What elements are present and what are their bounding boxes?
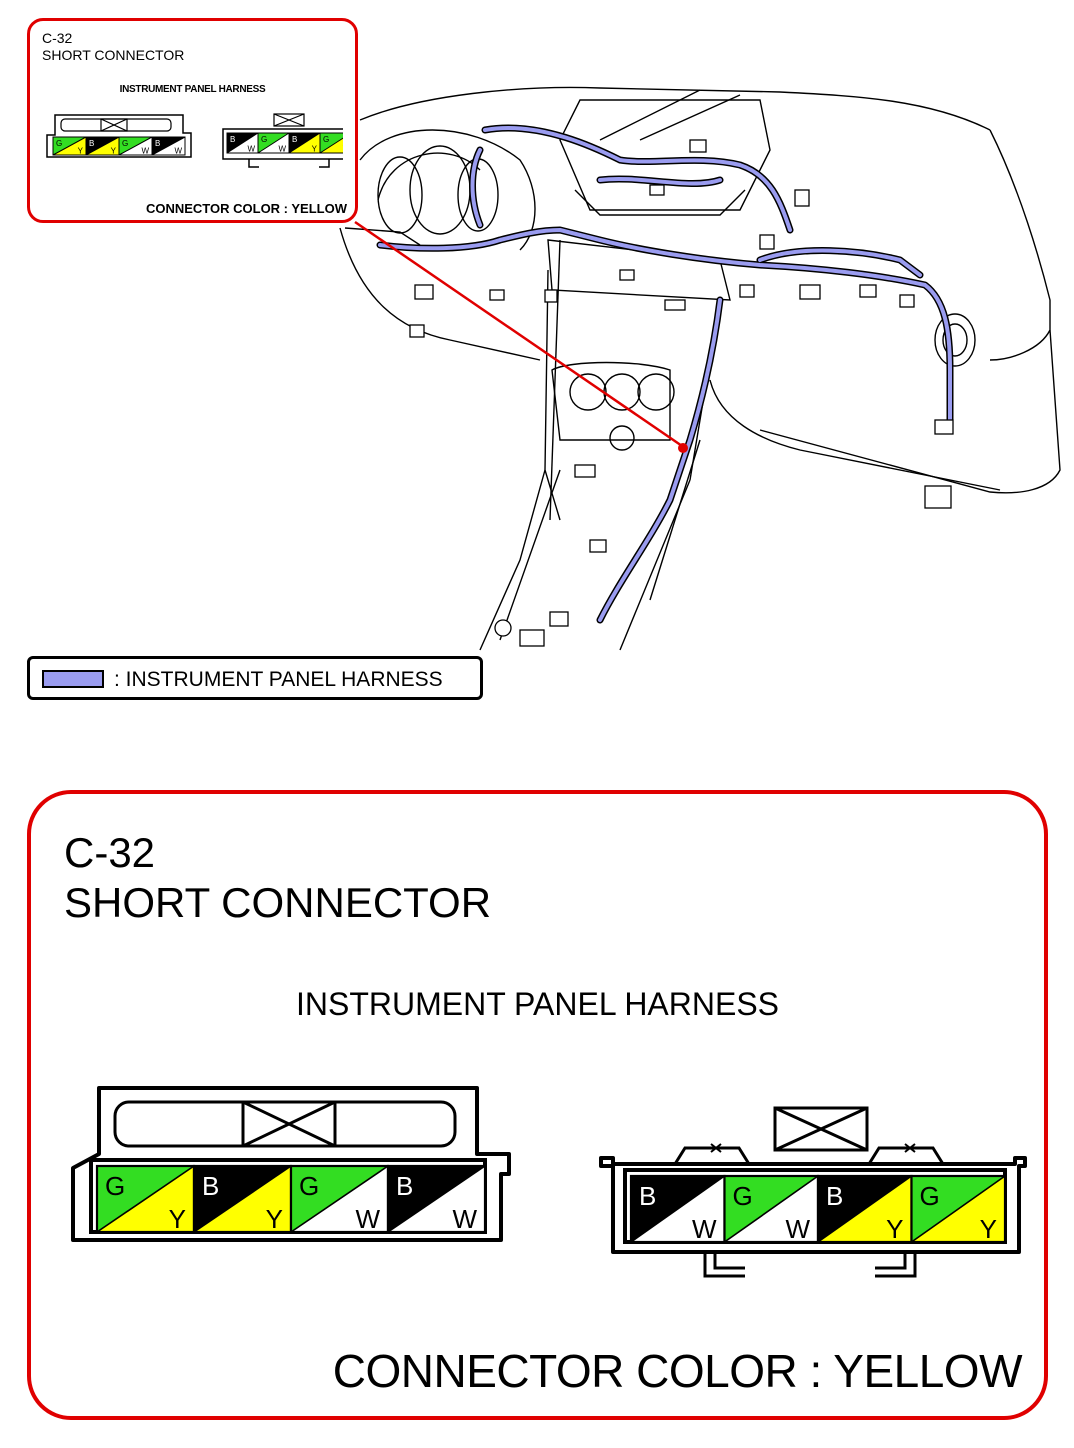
terminal-wire-color-bottom: Y bbox=[78, 147, 84, 156]
callout-connector-color: CONNECTOR COLOR : YELLOW bbox=[145, 201, 347, 216]
terminal-3: GW bbox=[289, 1164, 390, 1234]
terminal-3: GW bbox=[118, 136, 153, 156]
terminal-wire-color-bottom: Y bbox=[111, 147, 117, 156]
terminal-1: GY bbox=[95, 1164, 196, 1234]
terminal-wire-color-bottom: W bbox=[692, 1214, 717, 1244]
terminal-wire-color-top: B bbox=[202, 1171, 219, 1201]
terminal-wire-color-top: B bbox=[639, 1181, 656, 1211]
harness-legend: : INSTRUMENT PANEL HARNESS bbox=[27, 656, 483, 700]
instrument-panel-harness-fill bbox=[378, 126, 952, 622]
terminal-3: BY bbox=[288, 132, 321, 154]
harness-connectors bbox=[409, 139, 954, 647]
terminal-4: GY bbox=[319, 132, 343, 154]
callout-leader-line bbox=[354, 220, 686, 450]
terminal-4: GY bbox=[910, 1174, 1007, 1244]
terminal-wire-color-bottom: W bbox=[174, 147, 182, 156]
terminal-1: BW bbox=[226, 132, 259, 154]
terminal-2: GW bbox=[723, 1174, 820, 1244]
terminal-wire-color-bottom: W bbox=[785, 1214, 810, 1244]
terminal-wire-color-top: B bbox=[230, 135, 235, 144]
terminal-wire-color-bottom: W bbox=[452, 1204, 477, 1234]
terminal-2: BY bbox=[192, 1164, 293, 1234]
terminal-wire-color-bottom: W bbox=[278, 145, 286, 154]
terminal-wire-color-top: G bbox=[261, 135, 267, 144]
terminal-2: BY bbox=[85, 136, 120, 156]
connector-callout: C-32 SHORT CONNECTOR INSTRUMENT PANEL HA… bbox=[27, 18, 358, 223]
detail-connector-id: C-32 bbox=[64, 829, 156, 876]
terminal-1: BW bbox=[629, 1174, 726, 1244]
terminal-wire-color-bottom: W bbox=[355, 1204, 380, 1234]
terminal-3: BY bbox=[816, 1174, 913, 1244]
terminal-wire-color-top: B bbox=[396, 1171, 413, 1201]
terminal-wire-color-top: G bbox=[105, 1171, 125, 1201]
terminal-2: GW bbox=[257, 132, 290, 154]
terminal-wire-color-top: B bbox=[155, 139, 160, 148]
callout-connector-id: C-32 bbox=[42, 30, 73, 46]
detail-connector-color: CONNECTOR COLOR : YELLOW bbox=[332, 1345, 1023, 1397]
terminal-wire-color-bottom: Y bbox=[980, 1214, 997, 1244]
dashboard-outline bbox=[339, 86, 1061, 651]
callout-connector-name: SHORT CONNECTOR bbox=[42, 47, 185, 63]
terminal-4: BW bbox=[386, 1164, 487, 1234]
detail-harness-name: INSTRUMENT PANEL HARNESS bbox=[295, 986, 780, 1022]
terminal-wire-color-top: G bbox=[56, 139, 62, 148]
terminal-wire-color-bottom: Y bbox=[312, 145, 318, 154]
terminal-wire-color-bottom: Y bbox=[886, 1214, 903, 1244]
terminal-1: GY bbox=[52, 136, 87, 156]
detail-connector-name: SHORT CONNECTOR bbox=[64, 879, 492, 926]
legend-label: : INSTRUMENT PANEL HARNESS bbox=[114, 668, 443, 691]
terminal-wire-color-top: G bbox=[299, 1171, 319, 1201]
terminal-wire-color-bottom: Y bbox=[169, 1204, 186, 1234]
terminal-wire-color-top: B bbox=[89, 139, 94, 148]
dashboard-illustration bbox=[339, 86, 1061, 651]
terminal-wire-color-bottom: W bbox=[141, 147, 149, 156]
terminal-wire-color-top: B bbox=[292, 135, 297, 144]
terminal-wire-color-bottom: Y bbox=[266, 1204, 283, 1234]
legend-swatch bbox=[42, 670, 104, 688]
terminal-wire-color-top: B bbox=[826, 1181, 843, 1211]
terminal-wire-color-top: G bbox=[323, 135, 329, 144]
callout-harness-name: INSTRUMENT PANEL HARNESS bbox=[119, 84, 266, 95]
terminal-wire-color-top: G bbox=[920, 1181, 940, 1211]
terminal-wire-color-top: G bbox=[122, 139, 128, 148]
terminal-wire-color-top: G bbox=[733, 1181, 753, 1211]
terminal-wire-color-bottom: W bbox=[247, 145, 255, 154]
terminal-4: BW bbox=[151, 136, 186, 156]
connector-detail-panel: C-32 SHORT CONNECTOR INSTRUMENT PANEL HA… bbox=[27, 790, 1048, 1420]
instrument-panel-harness bbox=[376, 124, 954, 624]
connector-location-marker bbox=[678, 443, 688, 453]
